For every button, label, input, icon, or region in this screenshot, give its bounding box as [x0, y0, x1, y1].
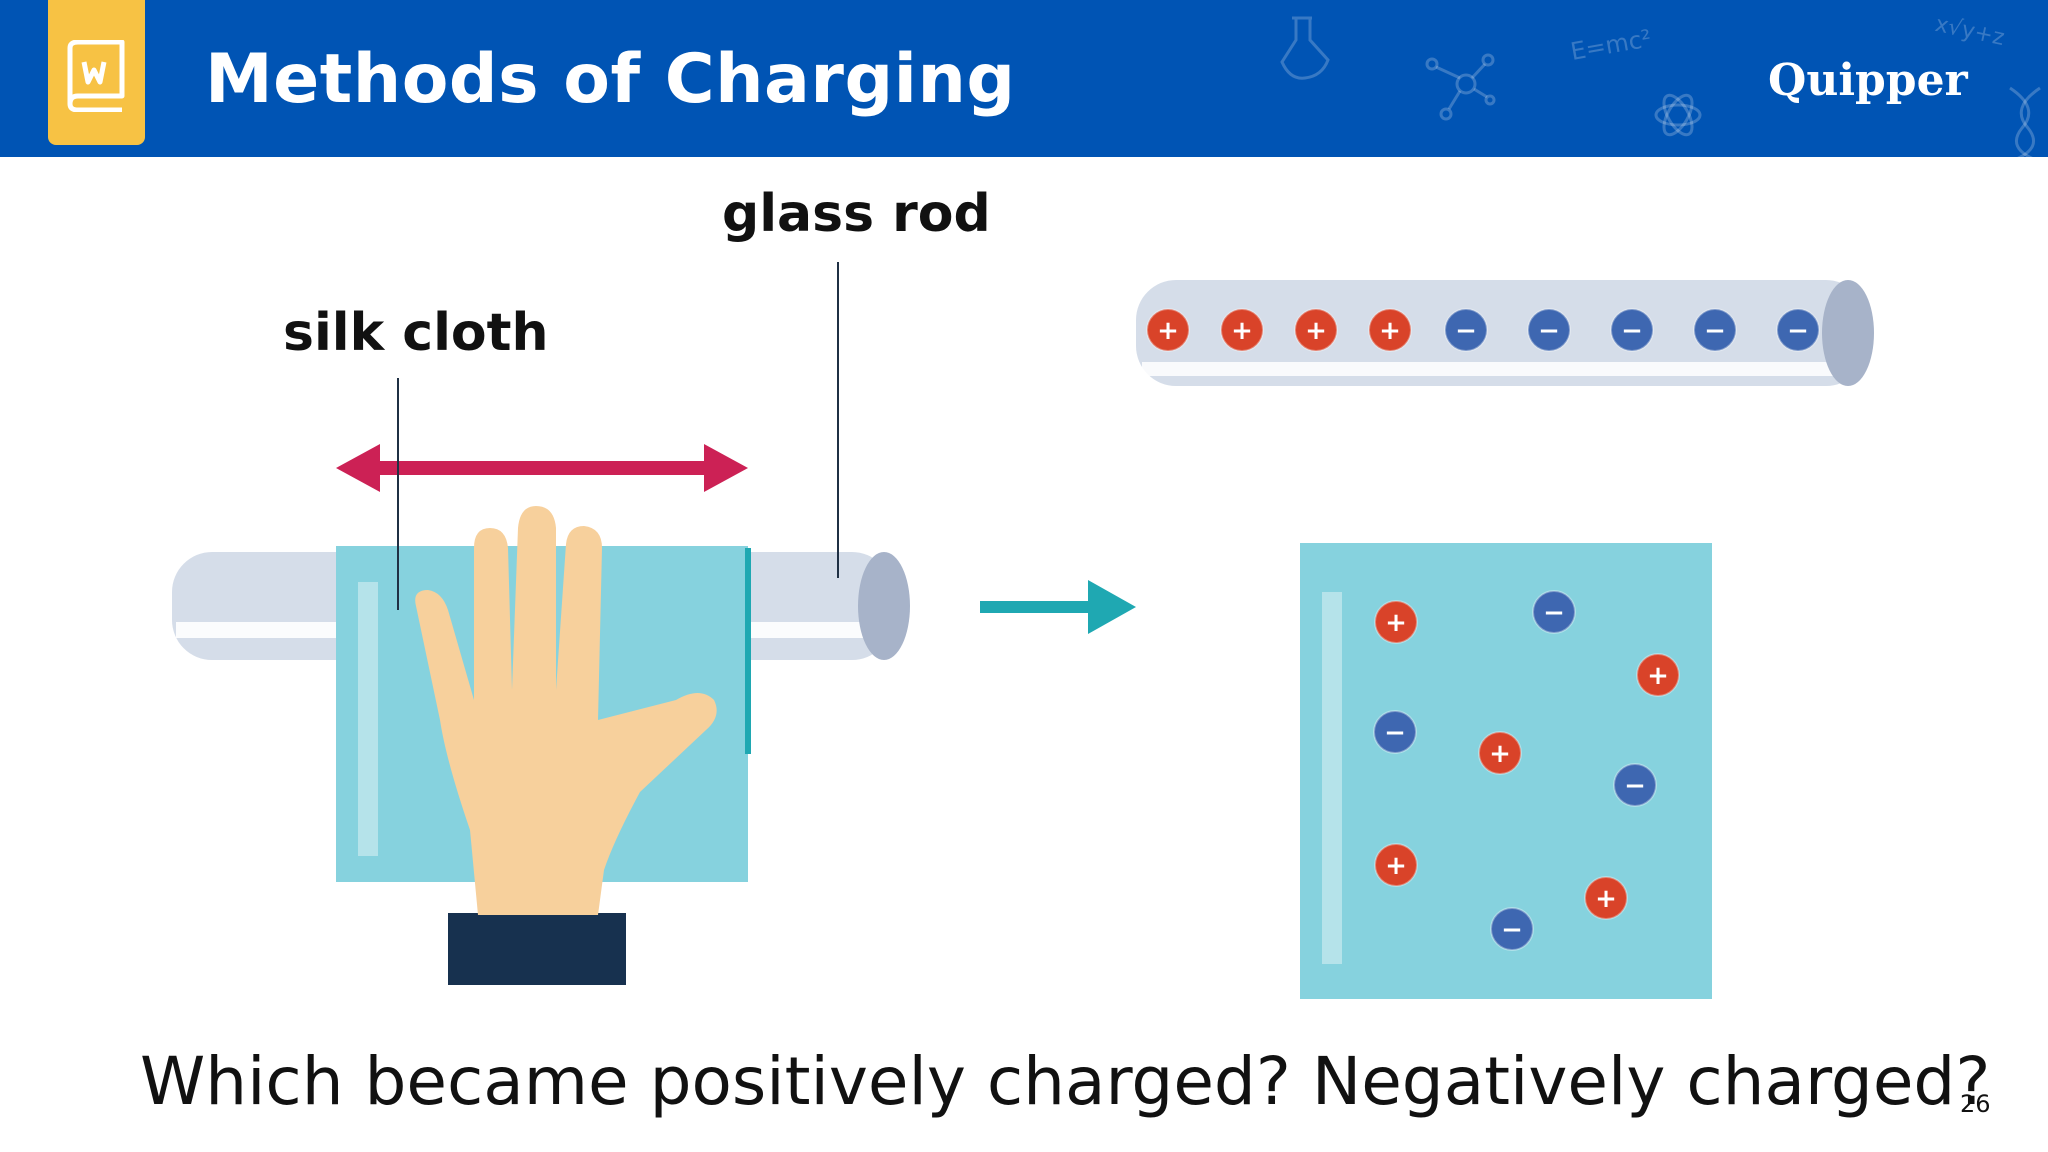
result-arrow [980, 580, 1136, 634]
charge-sign: − [1384, 718, 1406, 748]
charge-sign: + [1385, 851, 1407, 881]
charge-sign: − [1538, 316, 1560, 346]
positive-charge: + [1478, 731, 1522, 775]
charge-sign: + [1647, 661, 1669, 691]
positive-charge: + [1374, 600, 1418, 644]
charge-sign: + [1379, 316, 1401, 346]
positive-charge: + [1220, 308, 1264, 352]
book-icon [67, 40, 125, 112]
brand-logo: Quipper [1768, 55, 1968, 106]
charge-sign: − [1501, 915, 1523, 945]
sleeve [448, 913, 626, 985]
positive-charge: + [1368, 308, 1412, 352]
charged-glass-rod [1136, 280, 1874, 386]
negative-charge: − [1693, 308, 1737, 352]
question-text: Which became positively charged? Negativ… [140, 1043, 1991, 1120]
negative-charge: − [1444, 308, 1488, 352]
silk-cloth-label: silk cloth [283, 303, 549, 363]
charge-sign: − [1543, 598, 1565, 628]
charge-sign: − [1455, 316, 1477, 346]
charge-sign: + [1489, 739, 1511, 769]
hand [415, 506, 717, 985]
charge-sign: + [1595, 884, 1617, 914]
negative-charge: − [1532, 590, 1576, 634]
positive-charge: + [1584, 876, 1628, 920]
atom-icon [1654, 93, 1702, 137]
flask-icon [1280, 16, 1330, 80]
negative-charge: − [1373, 710, 1417, 754]
negative-charge: − [1527, 308, 1571, 352]
page-number: 26 [1960, 1090, 1991, 1118]
rod-charges: + + + + − − − − − [1146, 308, 1820, 352]
header-bar: E=mc² x√y+z Methods of Charging Quipper [0, 0, 2048, 157]
charge-sign: + [1231, 316, 1253, 346]
glass-rod-label: glass rod [722, 184, 991, 244]
charge-sign: + [1305, 316, 1327, 346]
header-decoration: E=mc² x√y+z [1280, 12, 2041, 157]
charge-sign: − [1621, 316, 1643, 346]
charge-sign: − [1704, 316, 1726, 346]
charge-sign: − [1787, 316, 1809, 346]
cloth-charges: + − + − + − + + − [1373, 590, 1680, 951]
positive-charge: + [1146, 308, 1190, 352]
negative-charge: − [1490, 907, 1534, 951]
page-title: Methods of Charging [205, 40, 1016, 119]
negative-charge: − [1610, 308, 1654, 352]
positive-charge: + [1294, 308, 1338, 352]
positive-charge: + [1374, 843, 1418, 887]
charge-sign: − [1624, 771, 1646, 801]
positive-charge: + [1636, 653, 1680, 697]
charge-sign: + [1385, 608, 1407, 638]
dna-icon [2009, 86, 2041, 157]
logo-badge [48, 0, 145, 145]
molecule-icon [1425, 53, 1496, 121]
negative-charge: − [1776, 308, 1820, 352]
negative-charge: − [1613, 763, 1657, 807]
rubbing-motion-arrow [336, 444, 748, 492]
charge-sign: + [1157, 316, 1179, 346]
